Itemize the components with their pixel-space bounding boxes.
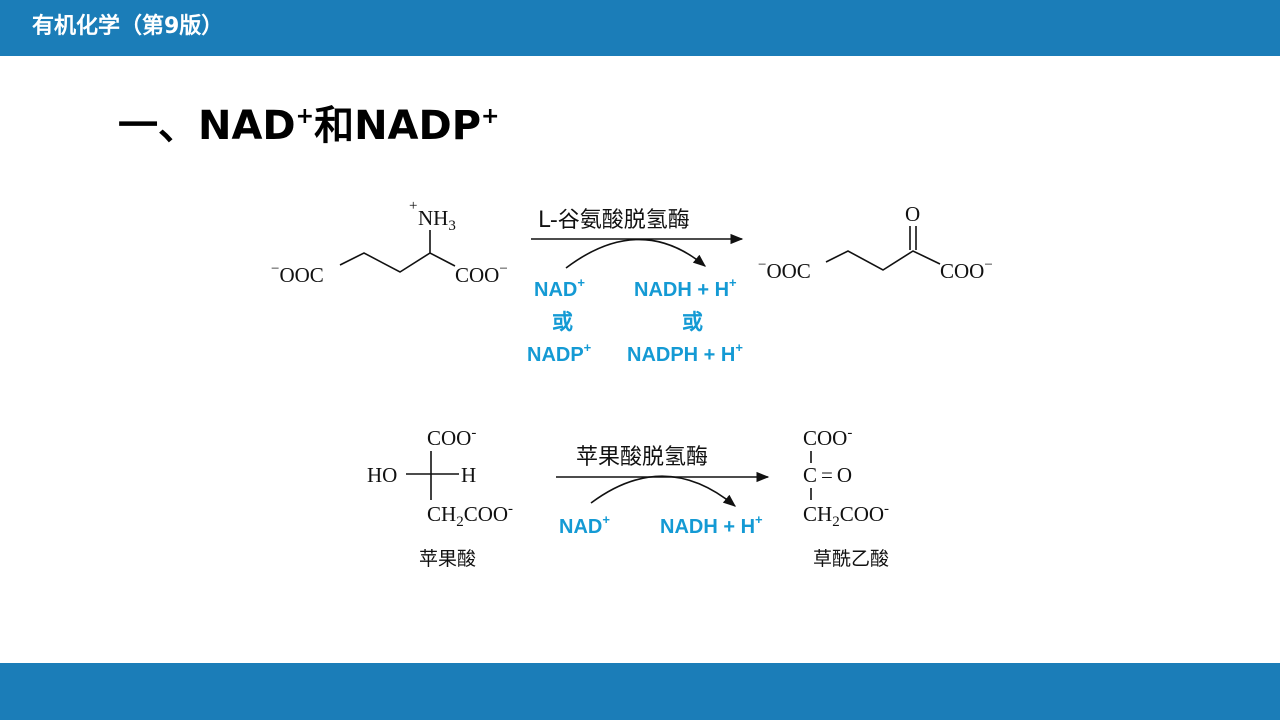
reaction2-enzyme-label: 苹果酸脱氢酶: [576, 445, 708, 470]
oxaloacetate-name: 草酰乙酸: [813, 548, 889, 570]
glutamate-left-carboxylate: −OOC: [271, 261, 324, 287]
oxaloacetate-carbonyl: C=O: [803, 463, 852, 487]
reaction2-product-oxaloacetate: COO- C=O CH2COO- 草酰乙酸: [803, 425, 889, 570]
slide-title-part1: 一、NAD: [118, 103, 296, 149]
ketoglutarate-oxygen: O: [905, 202, 920, 226]
reaction1-or-left: 或: [552, 310, 573, 334]
reaction2-nad: NAD+: [559, 512, 610, 538]
reaction2-substrate-malate: COO- HO H CH2COO- 苹果酸: [367, 425, 513, 570]
reaction1-or-right: 或: [682, 310, 703, 334]
malate-hydroxyl: HO: [367, 463, 397, 487]
reaction2-cofactor-curve: [590, 475, 736, 507]
malate-bottom-group: CH2COO-: [427, 501, 513, 530]
ketoglutarate-chain-bonds: [825, 250, 941, 271]
glutamate-chain-bonds: [339, 252, 456, 273]
reaction1-product-ketoglutarate: −OOC O COO−: [758, 202, 993, 283]
oxaloacetate-bottom-group: CH2COO-: [803, 501, 889, 530]
header-bar: 有机化学（第9版）: [0, 0, 1280, 56]
reaction2-cofactors: NAD+ NADH + H+: [559, 512, 763, 538]
slide-title-sup2: +: [481, 104, 500, 129]
malate-hydrogen: H: [461, 463, 476, 487]
ketoglutarate-right-carboxylate: COO−: [940, 257, 993, 283]
reaction1-nadh: NADH + H+: [634, 275, 737, 301]
glutamate-ammonium: +NH3: [409, 198, 456, 234]
slide-title-part2: 和NADP: [314, 103, 482, 149]
reaction1-nadph: NADPH + H+: [627, 340, 743, 366]
reaction1-nadp: NADP+: [527, 340, 592, 366]
book-title: 有机化学（第9版）: [32, 14, 224, 39]
reaction2-nadh: NADH + H+: [660, 512, 763, 538]
slide-title-sup1: +: [295, 104, 315, 129]
reaction1-cofactor-curve: [565, 238, 706, 269]
reaction1-arrow: L-谷氨酸脱氢酶: [531, 208, 744, 269]
glutamate-right-carboxylate: COO−: [455, 261, 508, 287]
reaction1-nad: NAD+: [534, 275, 585, 301]
reaction1-cofactor-in: NAD+ 或 NADP+: [527, 275, 592, 366]
reaction1-enzyme-label: L-谷氨酸脱氢酶: [538, 208, 690, 233]
malate-top-carboxylate: COO-: [427, 425, 476, 450]
slide-title: 一、NAD+和NADP+: [118, 92, 499, 151]
malate-name: 苹果酸: [419, 548, 476, 570]
oxaloacetate-top-carboxylate: COO-: [803, 425, 852, 450]
reaction2-arrow: 苹果酸脱氢酶: [556, 445, 770, 507]
ketoglutarate-left-carboxylate: −OOC: [758, 257, 811, 283]
reaction1-substrate-glutamate: −OOC +NH3 COO−: [271, 198, 508, 287]
footer-bar: [0, 663, 1280, 720]
reaction1-cofactor-out: NADH + H+ 或 NADPH + H+: [627, 275, 743, 366]
